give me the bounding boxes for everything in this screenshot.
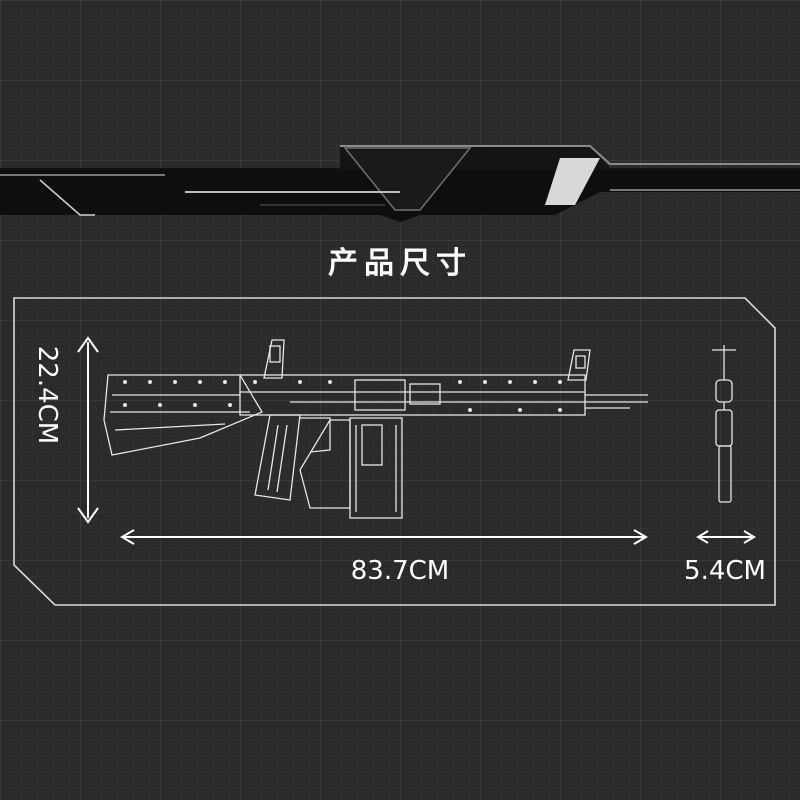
decorative-banner <box>0 145 800 222</box>
height-arrow <box>77 336 99 524</box>
length-arrow <box>120 529 648 545</box>
depth-arrow <box>696 530 756 544</box>
height-label: 22.4CM <box>32 345 62 445</box>
depth-label: 5.4CM <box>684 556 766 586</box>
length-label: 83.7CM <box>350 556 450 586</box>
page-title: 产品尺寸 <box>328 246 472 281</box>
rifle-side-view <box>712 345 736 503</box>
